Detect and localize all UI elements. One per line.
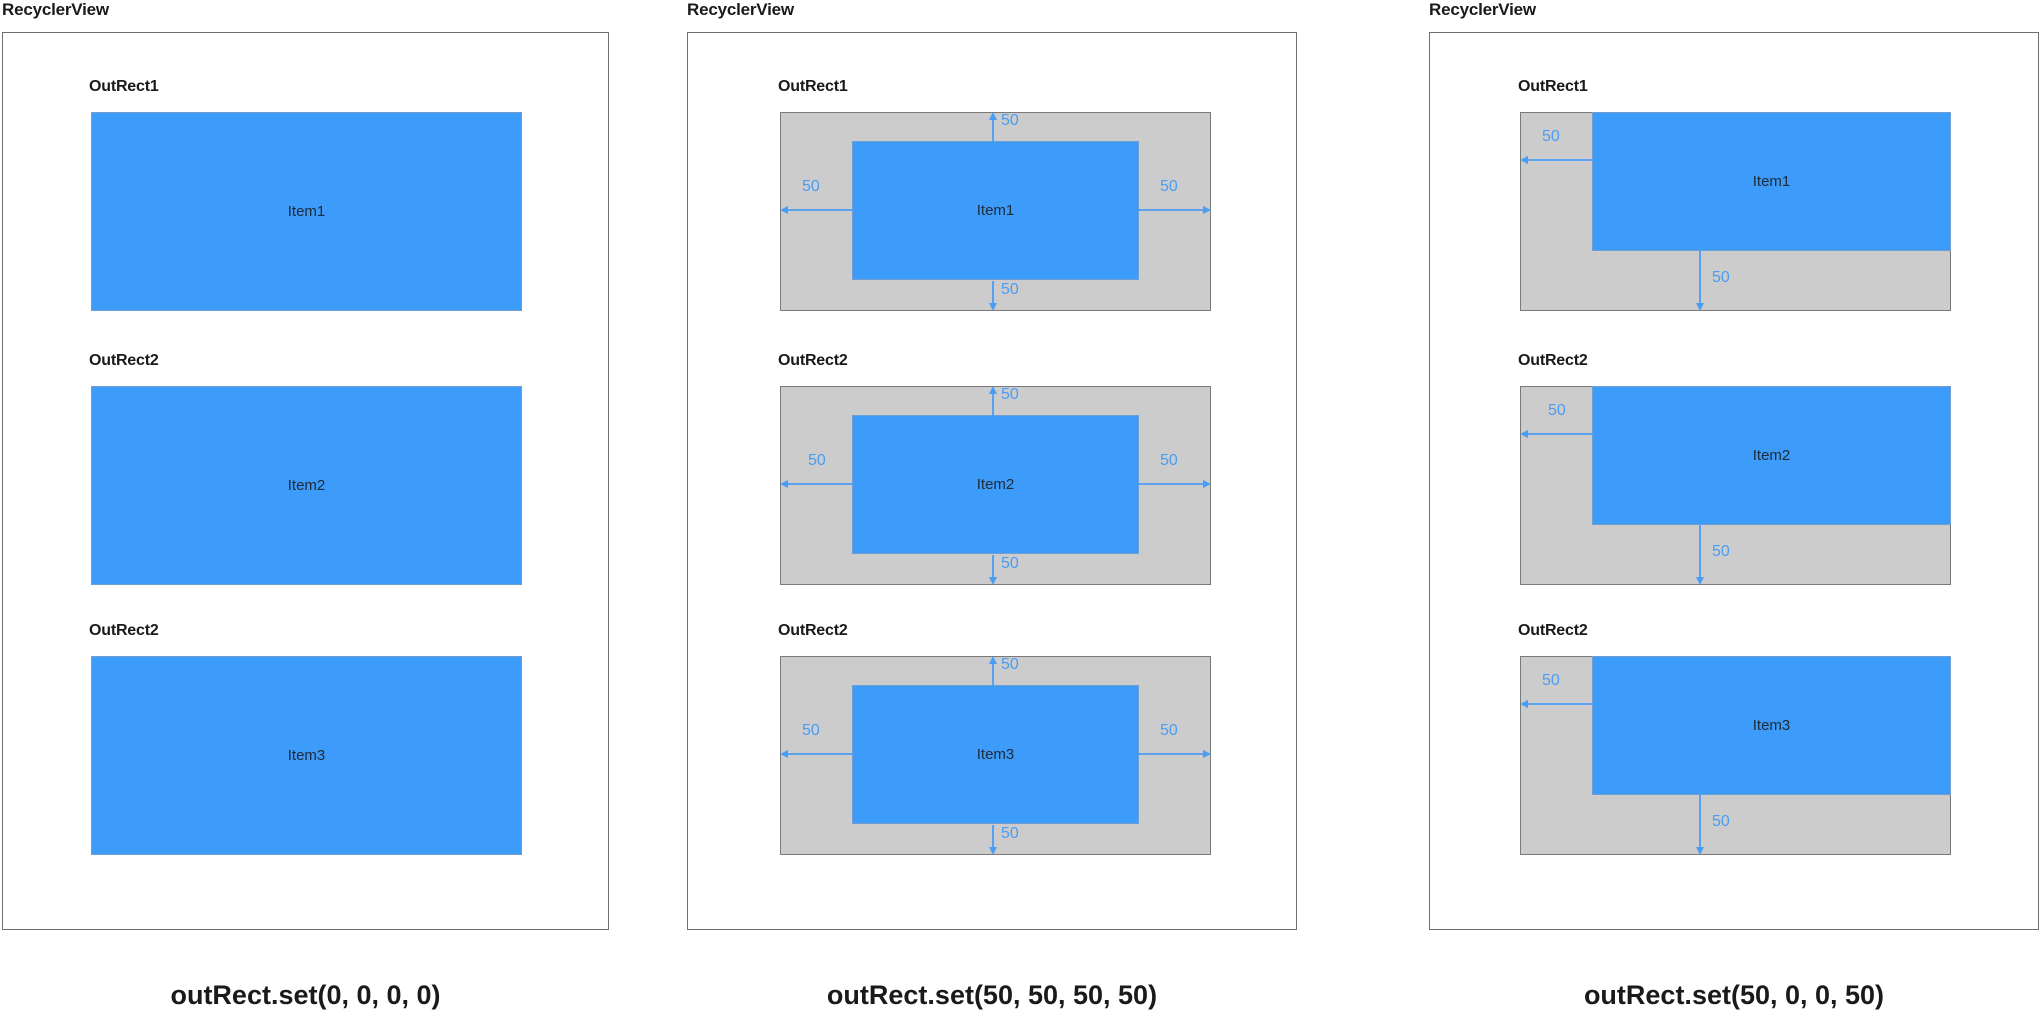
inset-right-label: 50 [1160,178,1178,195]
inset-left-arrow [780,479,854,489]
item-label: Item2 [287,477,326,494]
item-label: Item3 [976,746,1015,763]
inset-top-arrow [988,656,998,686]
inset-bottom-label: 50 [1001,555,1019,572]
inset-top-arrow [988,386,998,416]
outrect-label: OutRect2 [1518,622,1588,639]
item-label: Item3 [287,747,326,764]
item-rect: Item1 [91,112,522,311]
inset-bottom-arrow [1695,251,1705,311]
outrect-label: OutRect2 [778,622,848,639]
outrect-label: OutRect1 [778,78,848,95]
panel-title: RecyclerView [687,0,794,19]
inset-left-label: 50 [1548,402,1566,419]
item-rect: Item3 [91,656,522,855]
item-label: Item1 [976,202,1015,219]
item-rect: Item3 [1592,656,1951,795]
item-rect: Item1 [852,141,1139,280]
panel-caption: outRect.set(0, 0, 0, 0) [170,980,441,1010]
inset-right-label: 50 [1160,452,1178,469]
inset-bottom-label: 50 [1001,825,1019,842]
item-rect: Item2 [91,386,522,585]
outrect-label: OutRect1 [89,78,159,95]
item-rect: Item3 [852,685,1139,824]
inset-right-arrow [1137,479,1211,489]
inset-bottom-arrow [988,281,998,311]
inset-left-arrow [1520,155,1594,165]
outrect-label: OutRect2 [89,622,159,639]
inset-right-arrow [1137,749,1211,759]
inset-left-label: 50 [802,178,820,195]
inset-bottom-label: 50 [1712,813,1730,830]
item-rect: Item1 [1592,112,1951,251]
inset-bottom-arrow [1695,795,1705,855]
inset-bottom-label: 50 [1712,269,1730,286]
item-label: Item2 [1752,447,1791,464]
panel-caption: outRect.set(50, 0, 0, 50) [1583,980,1885,1010]
inset-top-label: 50 [1001,656,1019,673]
inset-right-label: 50 [1160,722,1178,739]
outrect-label: OutRect1 [1518,78,1588,95]
inset-left-label: 50 [802,722,820,739]
outrect-label: OutRect2 [778,352,848,369]
inset-left-label: 50 [1542,672,1560,689]
inset-bottom-label: 50 [1712,543,1730,560]
item-rect: Item2 [1592,386,1951,525]
inset-left-label: 50 [808,452,826,469]
inset-right-arrow [1137,205,1211,215]
inset-bottom-arrow [988,555,998,585]
inset-left-arrow [1520,429,1594,439]
item-rect: Item2 [852,415,1139,554]
item-label: Item1 [1752,173,1791,190]
panel-title: RecyclerView [1429,0,1536,19]
inset-top-label: 50 [1001,112,1019,129]
panel-title: RecyclerView [2,0,109,19]
panel-caption: outRect.set(50, 50, 50, 50) [826,980,1158,1010]
inset-bottom-arrow [988,825,998,855]
inset-bottom-label: 50 [1001,281,1019,298]
outrect-label: OutRect2 [89,352,159,369]
outrect-label: OutRect2 [1518,352,1588,369]
inset-left-arrow [780,205,854,215]
inset-top-label: 50 [1001,386,1019,403]
item-label: Item3 [1752,717,1791,734]
inset-left-arrow [780,749,854,759]
item-label: Item1 [287,203,326,220]
inset-bottom-arrow [1695,525,1705,585]
inset-top-arrow [988,112,998,142]
item-label: Item2 [976,476,1015,493]
inset-left-arrow [1520,699,1594,709]
inset-left-label: 50 [1542,128,1560,145]
